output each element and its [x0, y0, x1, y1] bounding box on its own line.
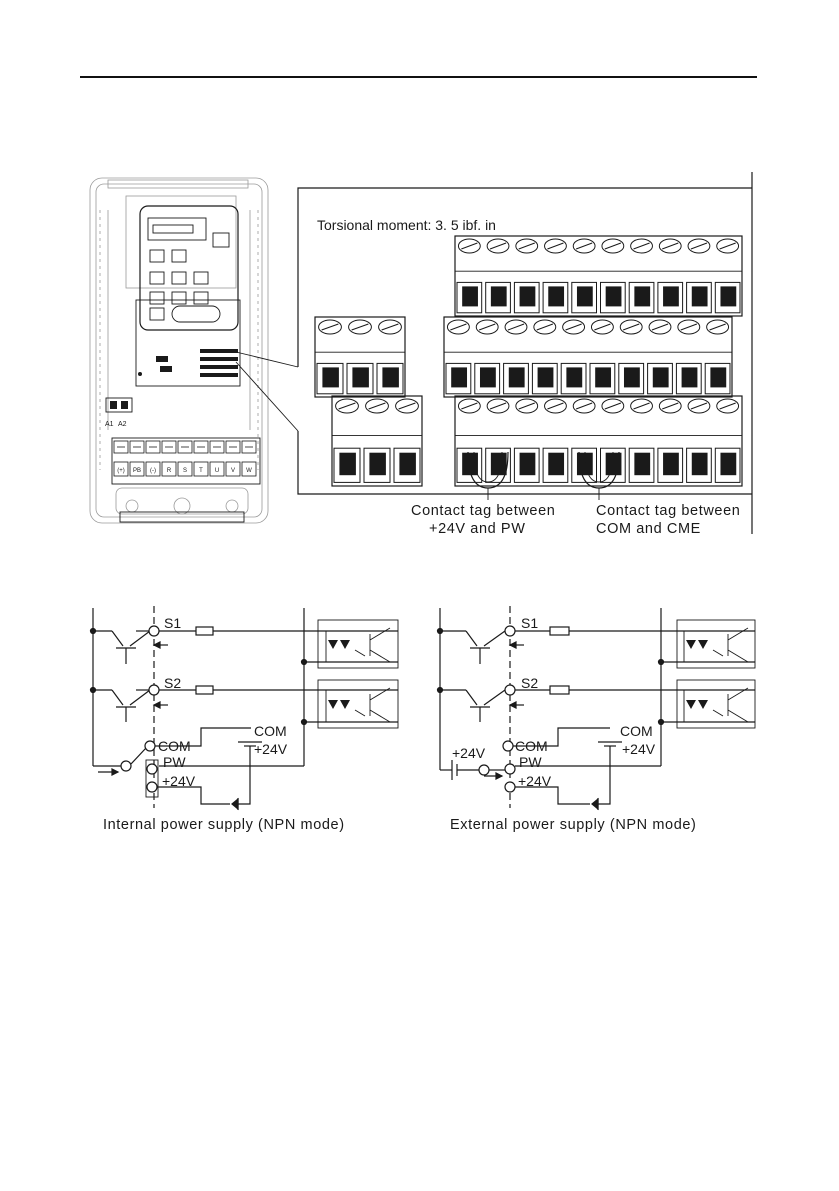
int-com-internal-label: COM	[254, 723, 287, 739]
ext-s2-label: S2	[521, 675, 538, 691]
external-circuit	[438, 606, 756, 810]
ext-24v-internal-label: +24V	[622, 741, 656, 757]
ext-s1-label: S1	[521, 615, 538, 631]
int-24v-terminal-label: +24V	[162, 773, 196, 789]
int-s2-label: S2	[164, 675, 181, 691]
ext-supply-label: +24V	[452, 745, 486, 761]
ext-com-internal-label: COM	[620, 723, 653, 739]
ext-pw-terminal-label: PW	[519, 754, 542, 770]
int-24v-internal-label: +24V	[254, 741, 288, 757]
ext-24v-terminal-label: +24V	[518, 773, 552, 789]
ext-com-terminal-label: COM	[515, 738, 548, 754]
internal-circuit	[91, 606, 399, 810]
int-s1-label: S1	[164, 615, 181, 631]
internal-caption: Internal power supply (NPN mode)	[103, 817, 345, 833]
external-caption: External power supply (NPN mode)	[450, 817, 696, 833]
int-com-terminal-label: COM	[158, 738, 191, 754]
int-pw-terminal-label: PW	[163, 754, 186, 770]
